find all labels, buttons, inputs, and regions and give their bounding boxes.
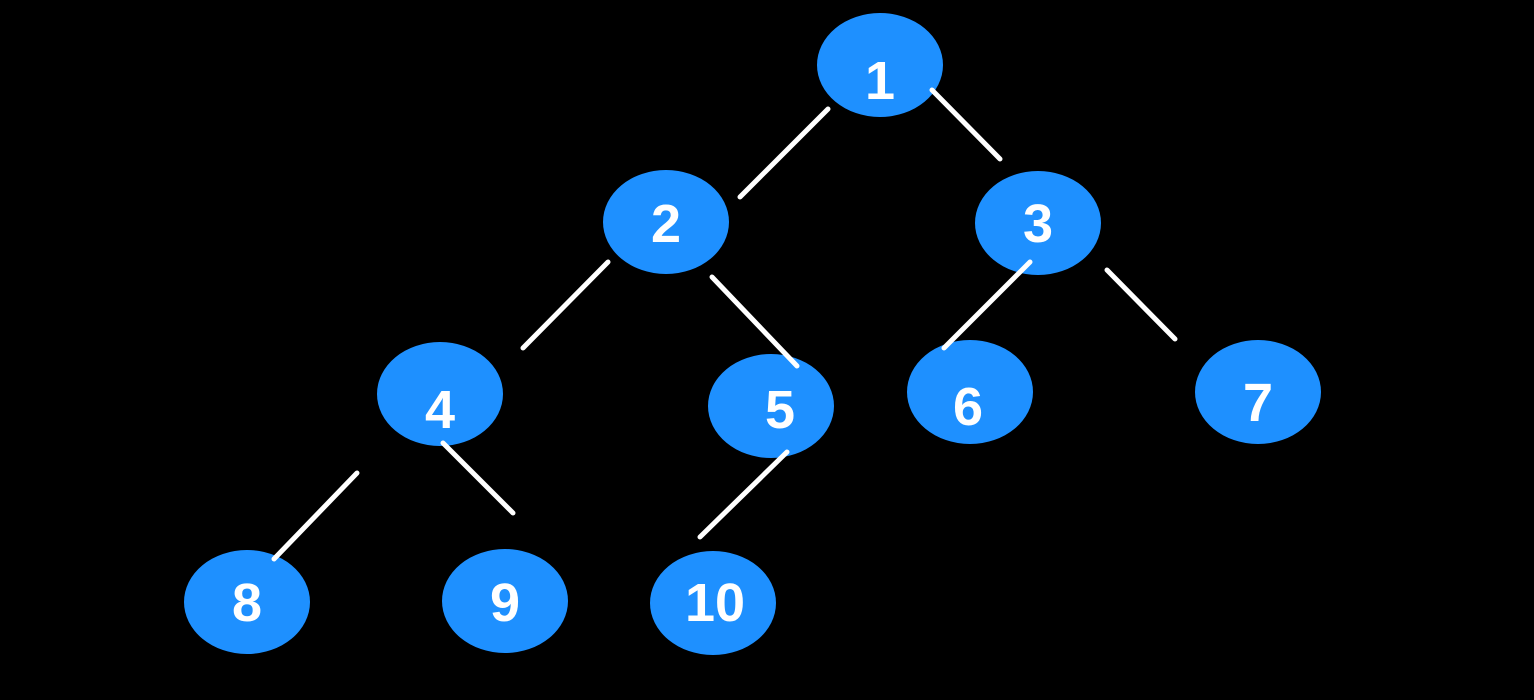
tree-edge-4-8 <box>271 470 360 562</box>
node-label-8: 8 <box>232 573 262 633</box>
tree-edge-2-5 <box>709 274 800 369</box>
node-label-3: 3 <box>1023 194 1053 254</box>
tree-node-2 <box>603 170 729 274</box>
tree-edge-2-4 <box>520 259 611 351</box>
node-label-10: 10 <box>685 573 745 633</box>
node-label-9: 9 <box>490 573 520 633</box>
tree-node-6 <box>907 340 1033 444</box>
tree-node-9 <box>442 549 568 653</box>
tree-node-3 <box>975 171 1101 275</box>
tree-node-10 <box>650 551 776 655</box>
tree-node-5 <box>708 354 834 458</box>
tree-edge-4-9 <box>440 440 516 516</box>
tree-nodes <box>184 13 1321 655</box>
tree-edge-1-2 <box>737 106 831 200</box>
tree-node-1 <box>817 13 943 117</box>
tree-edge-3-6 <box>941 259 1033 351</box>
node-label-2: 2 <box>651 194 681 254</box>
node-label-7: 7 <box>1243 373 1273 433</box>
node-label-6: 6 <box>953 377 983 437</box>
tree-edge-5-10 <box>697 449 790 540</box>
node-label-1: 1 <box>865 51 895 111</box>
node-label-5: 5 <box>765 380 795 440</box>
tree-edges <box>271 87 1178 562</box>
tree-edge-1-3 <box>929 87 1003 162</box>
tree-node-4 <box>377 342 503 446</box>
tree-node-labels: 1 2 3 4 5 6 7 8 9 10 <box>232 51 1273 633</box>
tree-node-8 <box>184 550 310 654</box>
tree-node-7 <box>1195 340 1321 444</box>
tree-edge-3-7 <box>1104 267 1178 342</box>
node-label-4: 4 <box>425 380 455 440</box>
